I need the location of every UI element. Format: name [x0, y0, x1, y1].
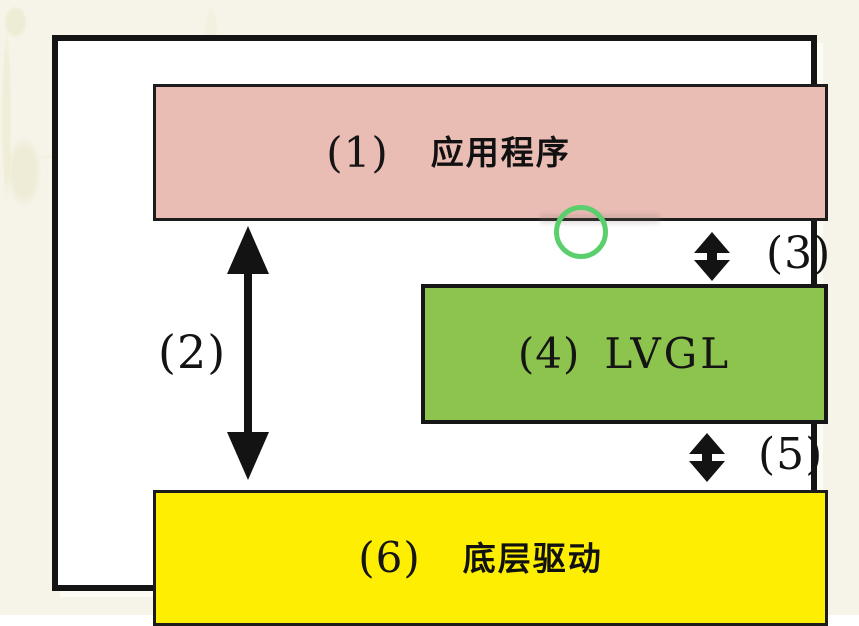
box-driver-number: (6) [358, 533, 421, 582]
box-application-label: 应用程序 [430, 134, 571, 171]
box-lvgl: (4) LVGL [421, 284, 828, 424]
box-lvgl-number: (4) [517, 329, 581, 378]
box-lvgl-label: LVGL [604, 329, 732, 378]
double-arrow-app-lvgl-icon [694, 232, 730, 281]
diagram-frame: (1) 应用程序 (2) (3) (4) LVGL [52, 35, 830, 626]
arrow-app-driver-label: (2) [158, 325, 227, 379]
highlight-circle-annotation [554, 205, 608, 259]
double-arrow-app-driver-icon [227, 226, 269, 480]
arrow-app-lvgl-label: (3) [766, 228, 832, 279]
box-driver: (6) 底层驱动 [153, 490, 828, 626]
arrow-lvgl-driver-label: (5) [758, 429, 824, 480]
box-driver-label: 底层驱动 [462, 539, 603, 577]
box-lvgl-content: (4) LVGL [518, 333, 731, 375]
box-application: (1) 应用程序 [153, 84, 828, 224]
box-driver-content: (6) 底层驱动 [358, 537, 603, 579]
box-application-number: (1) [326, 127, 389, 177]
double-arrow-lvgl-driver-icon [689, 433, 725, 482]
box-application-content: (1) 应用程序 [326, 127, 571, 177]
